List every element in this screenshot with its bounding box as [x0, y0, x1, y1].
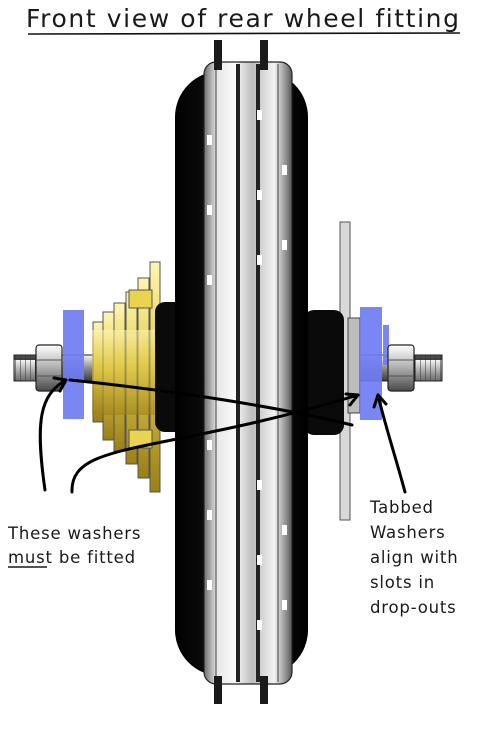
rim-lip-top [260, 40, 268, 70]
right-note-line: align with [370, 548, 458, 567]
title-underline [27, 32, 461, 35]
arrow-to-left-washer [38, 378, 68, 492]
right-axle-nut [387, 344, 415, 392]
rim-lip-bottom [214, 676, 222, 704]
arrow-to-tabbed-washer [376, 393, 407, 494]
right-tabbed-washer [360, 307, 382, 420]
cassette-body [92, 330, 164, 415]
left-note-emphasis: must [8, 548, 53, 567]
left-note-line1: These washers [7, 524, 141, 543]
arrowhead [344, 392, 360, 407]
right-note-arrow [372, 393, 407, 494]
rim-lip-top [214, 40, 222, 70]
left-annotation: These washers must be fitted [7, 524, 141, 568]
right-note-line: slots in [370, 573, 435, 592]
wheel-body [175, 40, 308, 704]
spoke-holes [207, 110, 287, 630]
arrowhead [372, 393, 388, 409]
hex-nut-icon [387, 344, 415, 392]
connector-line [68, 378, 354, 427]
arrow-to-right-washer-from-left [70, 393, 360, 494]
left-washer [63, 310, 84, 419]
left-note-rest: be fitted [53, 548, 136, 567]
right-washer-tab [383, 325, 389, 365]
rim-lip-bottom [260, 676, 268, 704]
diagram-title: Front view of rear wheel fitting [26, 4, 461, 35]
rim [203, 61, 293, 685]
right-hub-flange [304, 310, 344, 435]
left-note-line2: must be fitted [8, 548, 136, 567]
right-axle-thread [414, 354, 443, 382]
right-note-line: drop-outs [370, 598, 457, 617]
arrowhead [52, 376, 68, 393]
washer-highlights [63, 307, 389, 420]
right-note-line: Washers [370, 523, 446, 542]
cassette-spider [128, 289, 153, 309]
title-text: Front view of rear wheel fitting [26, 4, 461, 33]
left-note-arrow [38, 376, 360, 494]
cassette-spider [128, 429, 153, 449]
right-note-line: Tabbed [369, 498, 434, 517]
right-annotation: Tabbed Washers align with slots in drop-… [369, 498, 458, 617]
